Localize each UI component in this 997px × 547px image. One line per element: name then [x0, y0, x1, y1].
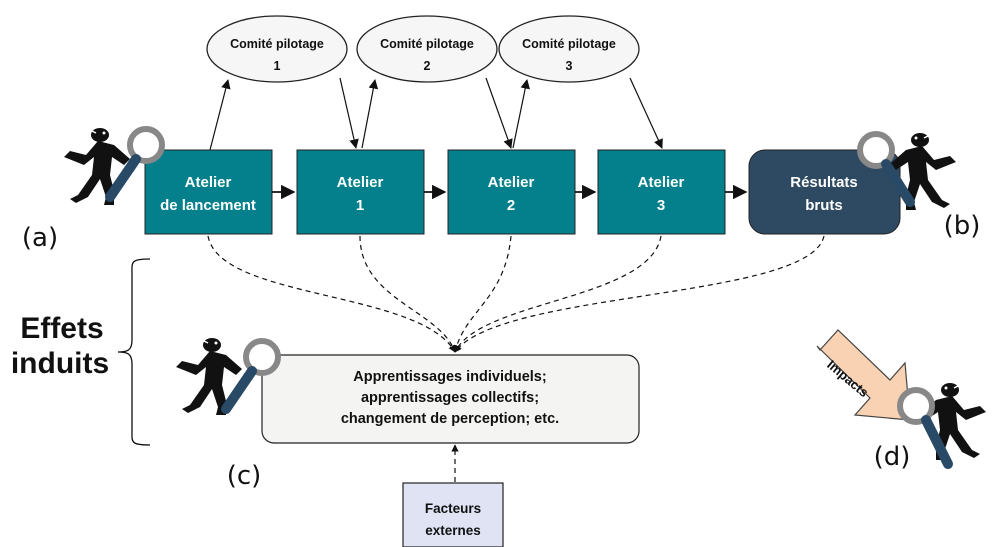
committee-ellipse-2: Comité pilotage 2	[356, 15, 498, 83]
effects-title-line2: induits	[11, 347, 109, 380]
effects-title-line1: Effets	[20, 312, 103, 345]
step-3-line2: 3	[657, 197, 665, 214]
external-factors-box: Facteurs externes	[402, 482, 504, 547]
effects-box: Apprentissages individuels; apprentissag…	[261, 354, 640, 444]
step-launch-line1: Atelier	[185, 174, 232, 191]
step-2-line1: Atelier	[488, 174, 535, 191]
letter-c: (c)	[227, 461, 262, 491]
effects-line-1: Apprentissages individuels;	[353, 369, 546, 385]
effects-arrows	[207, 235, 825, 482]
magnifier-figure-icon-b	[857, 131, 957, 211]
committee-2-title: Comité pilotage	[380, 37, 474, 51]
step-2-line2: 2	[507, 197, 515, 214]
results-line2: bruts	[805, 197, 843, 214]
committee-ellipse-3: Comité pilotage 3	[498, 15, 640, 83]
committee-3-number: 3	[566, 59, 573, 73]
step-1-line2: 1	[356, 197, 364, 214]
committee-3-title: Comité pilotage	[522, 37, 616, 51]
effects-brace: Effets induits	[11, 258, 151, 446]
magnifier-figure-icon-a	[63, 126, 165, 206]
committee-ellipse-1: Comité pilotage 1	[206, 15, 348, 83]
effects-line-3: changement de perception; etc.	[341, 411, 559, 427]
committee-arrows	[209, 77, 663, 151]
magnifier-figure-icon-d	[897, 382, 987, 469]
committee-2-number: 2	[424, 59, 431, 73]
step-box-launch: Atelier de lancement	[144, 149, 273, 235]
step-3-line1: Atelier	[638, 174, 685, 191]
letter-d: (d)	[874, 442, 911, 472]
letter-b: (b)	[944, 211, 981, 241]
external-line1: Facteurs	[425, 501, 481, 516]
external-line2: externes	[425, 523, 481, 538]
magnifier-figure-icon-c	[175, 337, 281, 416]
committee-1-number: 1	[274, 59, 281, 73]
results-line1: Résultats	[790, 174, 858, 191]
impacts-arrow: Impacts	[816, 329, 911, 421]
step-box-1: Atelier 1	[296, 149, 425, 235]
step-box-3: Atelier 3	[597, 149, 726, 235]
letter-a: (a)	[22, 223, 58, 253]
committee-1-title: Comité pilotage	[230, 37, 324, 51]
step-launch-line2: de lancement	[160, 197, 256, 214]
step-box-2: Atelier 2	[447, 149, 576, 235]
effects-line-2: apprentissages collectifs;	[361, 390, 539, 406]
step-1-line1: Atelier	[337, 174, 384, 191]
